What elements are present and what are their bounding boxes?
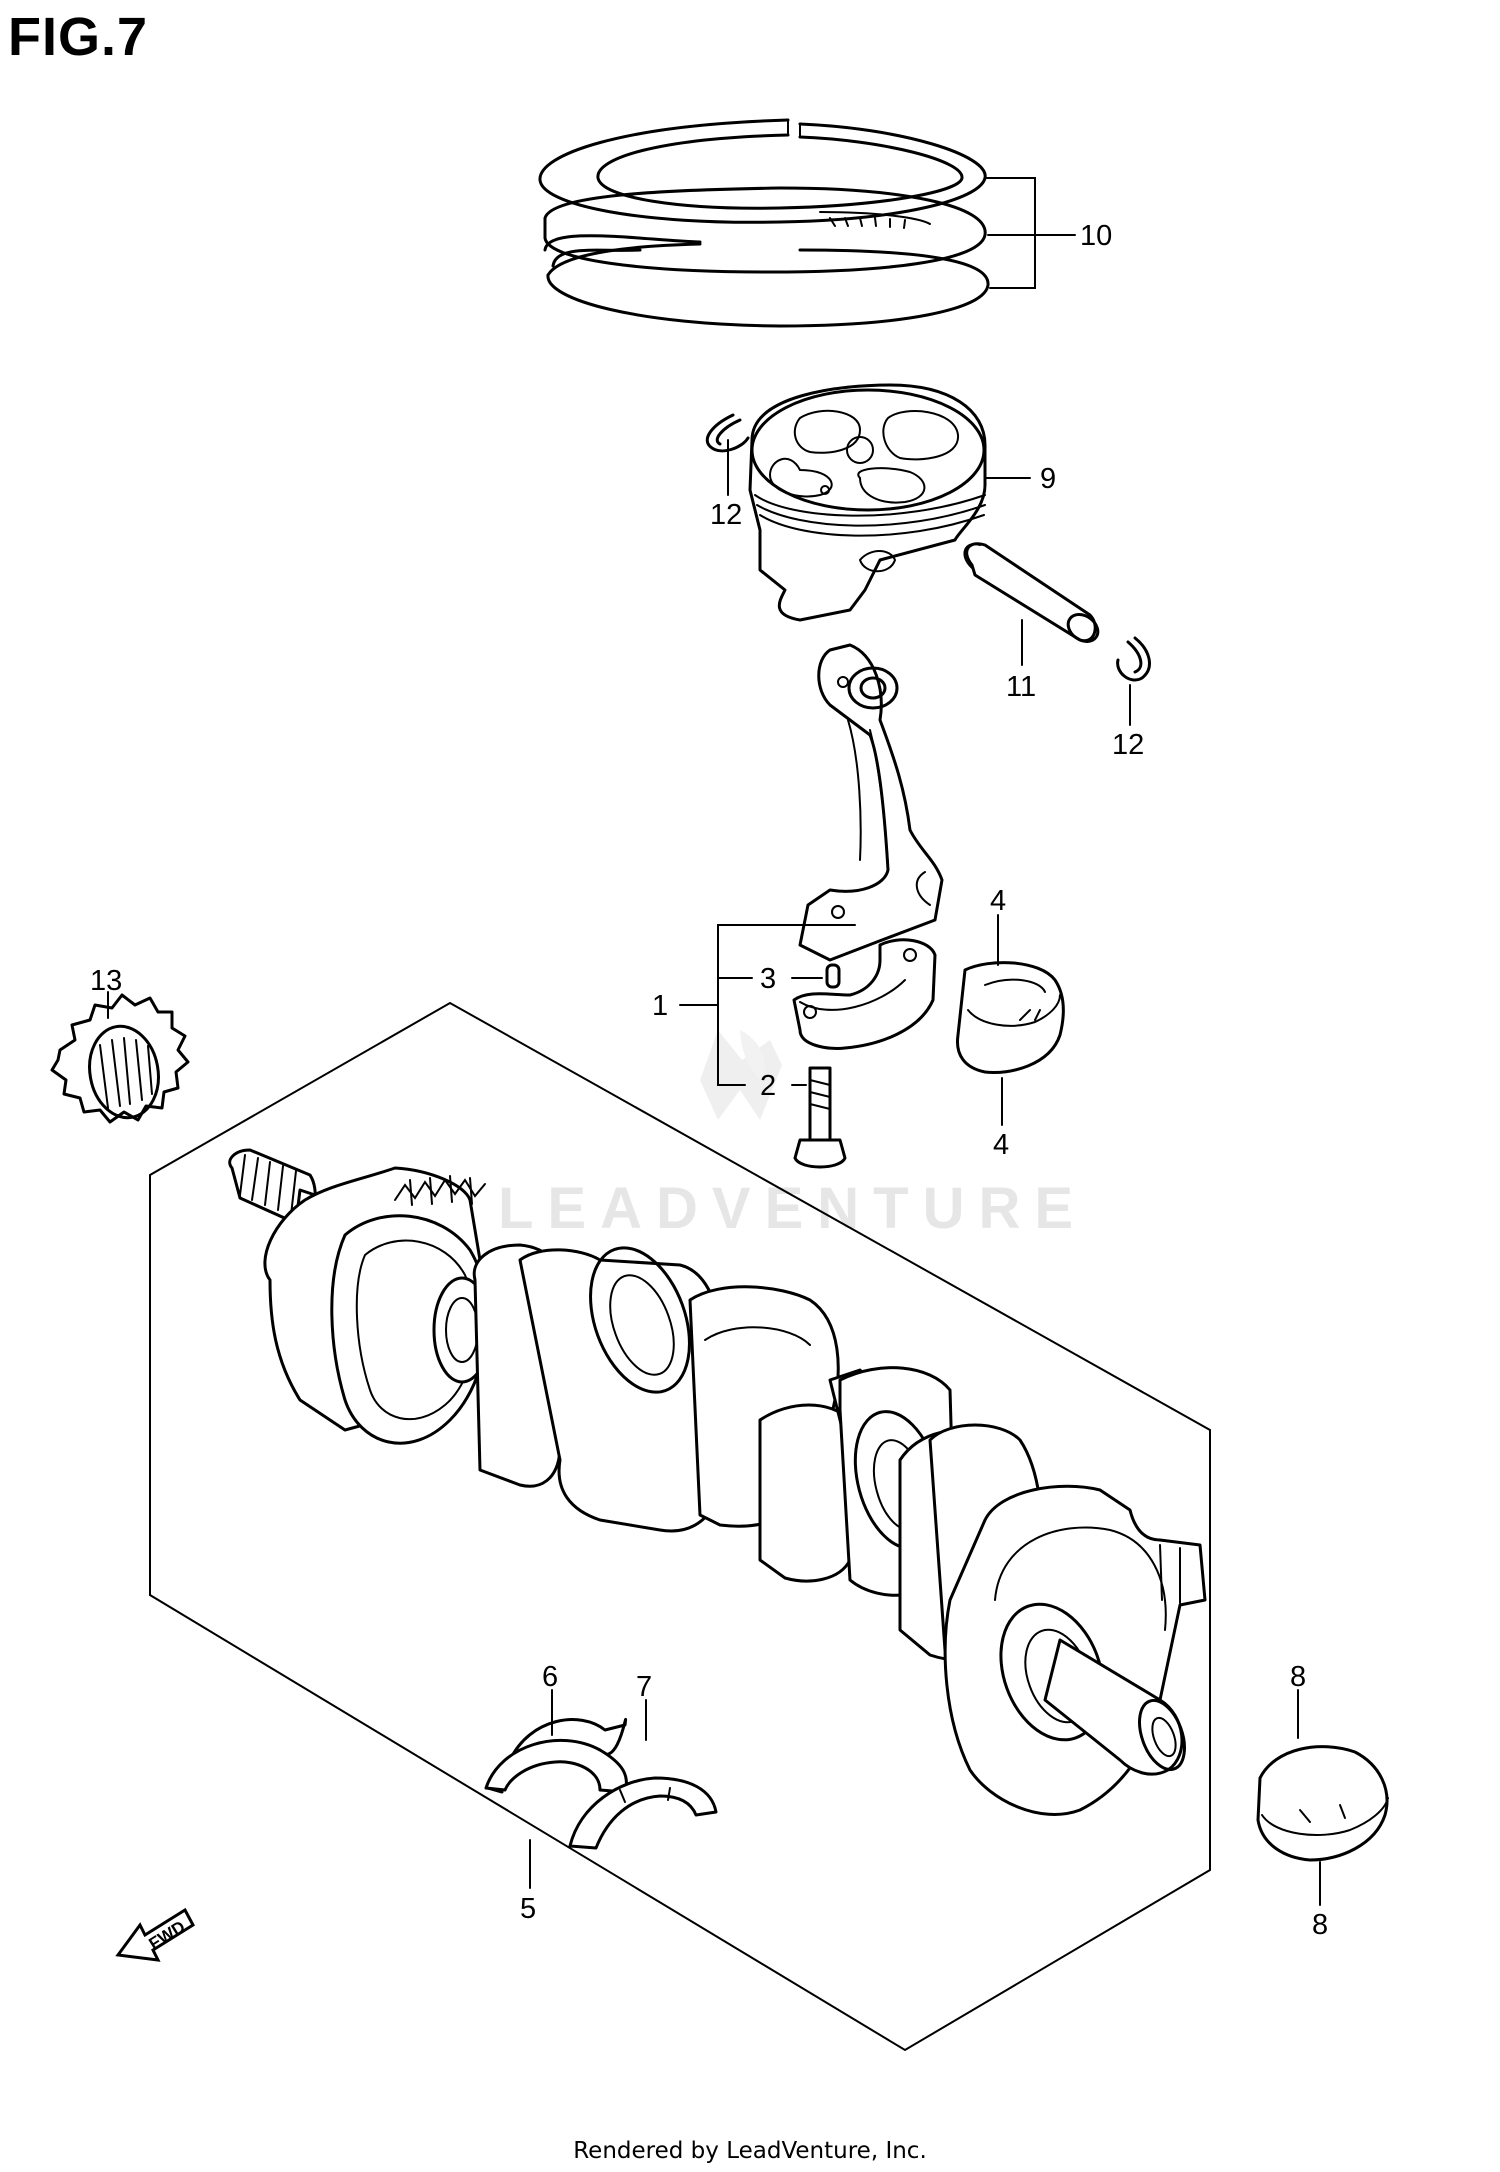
callout-7: 7: [636, 1671, 652, 1703]
crankshaft-group-outline: [149, 1001, 1211, 2052]
piston-pin-icon: [963, 542, 1100, 643]
callout-8a: 8: [1290, 1661, 1306, 1693]
crankpin-bearing-icon: [955, 961, 1065, 1075]
rod-bolt-icon: [793, 1066, 847, 1169]
connecting-rod-cap-icon: [792, 938, 937, 1050]
callout-11: 11: [1006, 671, 1036, 703]
connecting-rod-icon: [798, 643, 944, 962]
sprocket-gear-icon: [50, 993, 190, 1124]
circlip-icon: [1116, 636, 1151, 682]
piston-icon: [748, 383, 987, 622]
watermark-logo-icon: [700, 1030, 782, 1120]
callout-12b: 12: [1112, 729, 1144, 761]
circlip-icon: [705, 413, 750, 453]
callout-6: 6: [542, 1661, 558, 1693]
journal-bearing-icon: [1256, 1745, 1389, 1862]
callout-1: 1: [652, 990, 668, 1022]
footer-credit: Rendered by LeadVenture, Inc.: [573, 2138, 927, 2164]
callout-9: 9: [1040, 463, 1056, 495]
callout-12a: 12: [710, 499, 742, 531]
callout-8b: 8: [1312, 1909, 1328, 1941]
callout-4a: 4: [990, 885, 1006, 917]
callout-bracket-10: [984, 177, 1076, 289]
thrust-bearing-icon: [568, 1776, 718, 1850]
fwd-arrow-icon: FWD: [115, 1907, 195, 1962]
callout-5: 5: [520, 1893, 536, 1925]
crankshaft-icon: [228, 1148, 1207, 1816]
callout-2: 2: [760, 1070, 776, 1102]
callout-bracket-1: [679, 924, 856, 1086]
piston-ring-set-icon: [538, 118, 990, 328]
dowel-pin-icon: [825, 963, 841, 989]
callout-4b: 4: [993, 1129, 1009, 1161]
callout-13: 13: [90, 965, 122, 997]
callout-3: 3: [760, 963, 776, 995]
figure-title: FIG.7: [8, 7, 149, 67]
thrust-bearing-icon: [484, 1718, 628, 1794]
watermark-text: LEADVENTURE: [498, 1176, 1087, 1241]
callout-10: 10: [1080, 220, 1112, 252]
